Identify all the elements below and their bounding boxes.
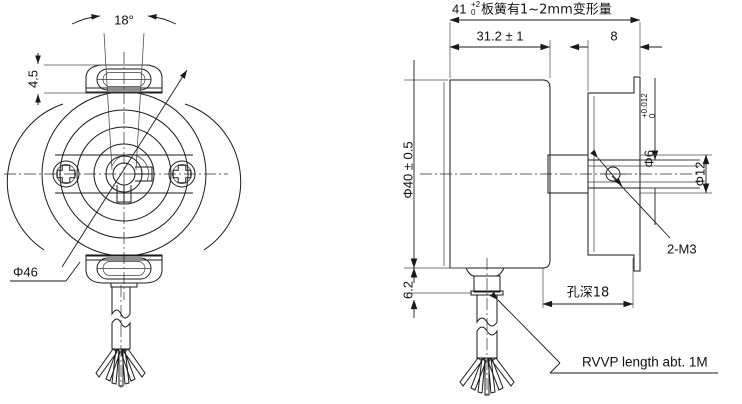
- dia46-extension-arc-right: [184, 103, 242, 251]
- hub-outer-circle: [76, 126, 172, 222]
- dia-12-label: Φ12: [692, 162, 707, 187]
- screw-left: [52, 160, 80, 188]
- mounting-tab-bottom: [85, 254, 163, 288]
- wire-shield-drain: [118, 348, 124, 387]
- cable-side-view: [459, 295, 515, 396]
- flange-length-label: 8: [610, 28, 617, 43]
- cable-note-leader: [489, 291, 561, 364]
- dimension-gland-height: 6.2: [400, 267, 472, 318]
- dimension-body-length: 31.2 ± 1: [449, 28, 551, 51]
- thread-2m3-label: 2-M3: [667, 241, 697, 256]
- dia46-extension-arc-left: [6, 103, 64, 251]
- callout-2-m3: 2-M3: [590, 149, 697, 256]
- screw-right-head-inner: [172, 164, 192, 184]
- wire-side-3: [491, 357, 515, 387]
- angle-18-label: 18°: [114, 12, 134, 27]
- tab-bottom-base-band: [85, 254, 163, 261]
- flange-bracket-profile: [587, 76, 641, 272]
- overall-41-note-cjk: 板簧有1~2mm变形量: [481, 2, 612, 18]
- screw-left-cross-slot: [56, 164, 76, 184]
- tab-thickness-label: 4.5: [25, 70, 40, 88]
- hole-depth-label: 孔深18: [567, 286, 610, 301]
- cable-gland-body: [473, 275, 501, 293]
- dimension-dia-46: Φ46: [6, 69, 242, 282]
- overall-41-label: 41: [452, 1, 466, 16]
- overall-41-tol-lower: 0: [471, 8, 476, 17]
- angle-leader-left: [103, 32, 113, 171]
- hub-mid-circle: [93, 143, 155, 205]
- dimension-hole-depth: 孔深18: [542, 258, 634, 308]
- screw-right: [168, 160, 196, 188]
- screw-right-cross-slot: [172, 164, 192, 184]
- body-length-label: 31.2 ± 1: [477, 28, 524, 43]
- wire-side-shield-drain: [484, 357, 490, 396]
- cable-side-wire-bundle: [459, 357, 515, 396]
- angle-arc-left: [71, 14, 101, 25]
- screw-left-head-outer: [52, 160, 80, 188]
- dia-6-tol-lower: 0: [648, 113, 657, 118]
- wire-side-1: [459, 357, 483, 387]
- wire-5: [111, 348, 120, 385]
- body-profile: [449, 79, 551, 269]
- front-end-view: 18° 4.5 Φ46: [4, 12, 242, 388]
- angle-arc-right: [147, 14, 177, 25]
- m3-leader-line: [611, 175, 671, 239]
- dia46-diagonal-leader: [61, 69, 188, 268]
- cable-side-upper-segment: [476, 295, 498, 327]
- dia-6-tol-upper: +0.012: [640, 93, 649, 118]
- angle-leader-right: [135, 32, 145, 171]
- dimension-angle-18: 18°: [71, 12, 177, 171]
- side-section-view: 41 +2 0 板簧有1~2mm变形量 31.2 ± 1 8 Φ40 ± 0.5: [400, 0, 718, 398]
- tab-bottom-outline: [85, 255, 163, 284]
- cable-note-shelf-kink: [549, 362, 561, 374]
- body-step-circle: [59, 109, 189, 239]
- cable-note-label: RVVP length abt. 1M: [582, 355, 708, 370]
- gland-height-label: 6.2: [400, 281, 415, 299]
- wire-side-5: [477, 357, 486, 394]
- dia46-leader-kink: [65, 261, 81, 282]
- cable-front-view: [95, 285, 146, 388]
- dimension-overall-41: 41 +2 0 板簧有1~2mm变形量: [449, 0, 641, 24]
- dimension-tab-thickness: 4.5: [25, 53, 150, 105]
- callout-cable-note: RVVP length abt. 1M: [489, 291, 718, 374]
- screw-right-head-outer: [168, 160, 196, 188]
- dia-46-label: Φ46: [13, 264, 38, 279]
- screw-left-head-inner: [56, 164, 76, 184]
- dimension-hub-diameter: Φ12: [640, 154, 712, 194]
- dimension-shaft-diameter: Φ6 +0.012 0: [640, 78, 700, 225]
- cable-side-lower-segment: [476, 326, 498, 359]
- m3-double-arrow: [590, 149, 623, 187]
- overall-41-tol-upper: +2: [471, 0, 481, 9]
- dia-40-label: Φ40 ± 0.5: [400, 141, 415, 198]
- dimension-flange-length: 8: [569, 28, 662, 51]
- cable-gland-collar: [110, 282, 138, 288]
- dia-6-label: Φ6: [641, 150, 656, 168]
- cable-wire-bundle: [95, 348, 146, 387]
- cable-lower-segment: [111, 318, 131, 350]
